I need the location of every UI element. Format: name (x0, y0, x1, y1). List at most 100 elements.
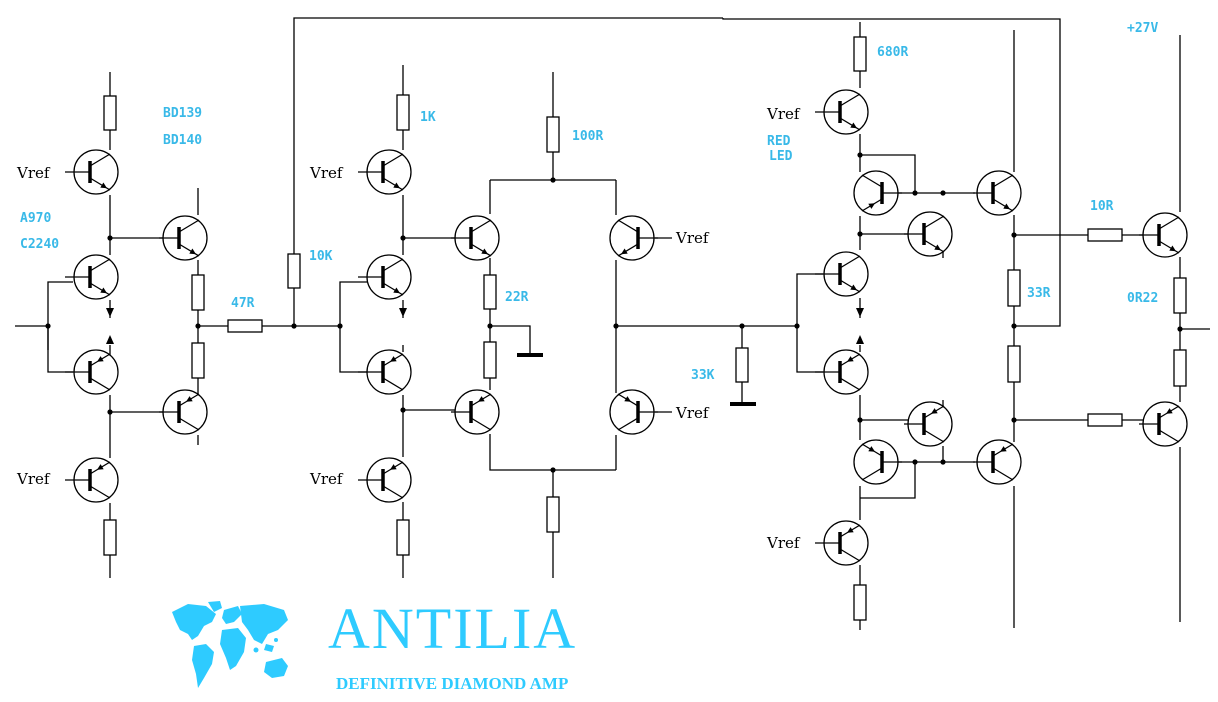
transistor-symbol (815, 520, 869, 566)
transistor-collector (178, 417, 200, 431)
transistor-emitter-arrow (100, 287, 107, 294)
transistor-emitter-arrow (624, 396, 631, 402)
transistor-symbol (904, 401, 953, 447)
transistor-emitter-arrow (847, 527, 854, 533)
label-22r: 22R (505, 290, 529, 305)
transistor-collector (992, 174, 1014, 188)
transistor-collector (470, 417, 492, 431)
transistor-emitter-arrow (478, 396, 485, 402)
vref-label: Vref (309, 164, 344, 182)
transistor-symbol (358, 349, 412, 395)
transistor-symbol (973, 439, 1022, 485)
transistor-emitter-arrow (931, 408, 938, 414)
label-10r: 10R (1090, 199, 1114, 214)
resistor (546, 496, 560, 533)
transistor-collector (89, 153, 111, 167)
resistor-33k (735, 347, 749, 383)
transistor-emitter-arrow (621, 248, 628, 255)
transistor-emitter-arrow (1003, 203, 1010, 210)
transistor-collector (89, 485, 111, 499)
transistor-emitter-arrow (934, 244, 941, 251)
transistor-collector (1158, 216, 1180, 230)
resistor-0r22 (1173, 277, 1187, 314)
vref-label: Vref (766, 105, 801, 123)
resistor (1087, 413, 1123, 427)
transistor-collector (839, 93, 861, 107)
labels: Vref Vref Vref Vref Vref Vref Vref Vref … (16, 21, 1158, 552)
transistor-symbol (815, 89, 869, 135)
label-27v: +27V (1127, 21, 1158, 36)
resistor-10k (287, 253, 301, 289)
label-c2240: C2240 (20, 237, 59, 252)
transistor-symbol (853, 439, 902, 485)
label-red: RED (767, 134, 791, 149)
transistor-emitter-arrow (1000, 446, 1007, 452)
transistor-collector (382, 153, 404, 167)
transistor-symbol (815, 251, 869, 297)
transistor-symbol (159, 215, 208, 261)
vref-label: Vref (675, 229, 710, 247)
label-10k: 10K (309, 249, 333, 264)
label-0r22: 0R22 (1127, 291, 1158, 306)
label-47r: 47R (231, 296, 255, 311)
transistor-emitter-arrow (393, 182, 400, 189)
resistor-1k (396, 94, 410, 131)
transistor-collector (470, 219, 492, 233)
label-680r: 680R (877, 45, 908, 60)
label-1k: 1K (420, 110, 436, 125)
transistor-emitter-arrow (189, 248, 196, 255)
transistor-symbol (1139, 212, 1188, 258)
transistor-symbol (159, 389, 208, 435)
junctions (45, 152, 1183, 473)
resistor (483, 341, 497, 379)
transistor-collector (839, 548, 861, 562)
transistor-symbol (65, 149, 119, 195)
resistor-33r (1007, 269, 1021, 307)
transistor-emitter-arrow (1169, 245, 1176, 252)
bias-arrow (106, 335, 114, 344)
transistor-emitter-arrow (390, 464, 397, 470)
resistor (191, 274, 205, 311)
transistor-collector (839, 377, 861, 391)
transistor-symbol (358, 149, 412, 195)
label-33k: 33K (691, 368, 715, 383)
transistor-emitter-arrow (847, 356, 854, 362)
transistor-emitter-arrow (393, 287, 400, 294)
transistor-collector (617, 417, 639, 431)
resistor-100r (546, 116, 560, 153)
label-led: LED (769, 149, 793, 164)
vref-label: Vref (16, 470, 51, 488)
resistor (853, 584, 867, 621)
transistor-collector (1158, 429, 1180, 443)
transistor-emitter-arrow (481, 248, 488, 255)
transistors (65, 89, 1188, 566)
label-a970: A970 (20, 211, 51, 226)
transistor-symbol (358, 254, 412, 300)
transistor-emitter-arrow (186, 396, 193, 402)
transistor-emitter-arrow (100, 182, 107, 189)
transistor-emitter-arrow (97, 356, 104, 362)
vref-label: Vref (766, 534, 801, 552)
resistor (1173, 349, 1187, 387)
transistor-symbol (973, 170, 1022, 216)
resistors (103, 36, 1187, 621)
world-map-icon (168, 600, 293, 699)
transistor-emitter-arrow (390, 356, 397, 362)
transistor-symbol (609, 389, 658, 435)
transistor-emitter-arrow (850, 122, 857, 129)
transistor-symbol (853, 170, 902, 216)
bias-arrow (856, 308, 864, 317)
transistor-symbol (1139, 401, 1188, 447)
transistor-symbol (65, 457, 119, 503)
transistor-collector (178, 219, 200, 233)
bias-arrow (856, 335, 864, 344)
transistor-symbol (358, 457, 412, 503)
transistor-emitter-arrow (868, 203, 875, 209)
brand-title: ANTILIA (328, 596, 578, 661)
vref-label: Vref (675, 404, 710, 422)
resistor-680r (853, 36, 867, 72)
transistor-collector (382, 258, 404, 272)
resistor (103, 95, 117, 131)
transistor-collector (923, 215, 945, 229)
